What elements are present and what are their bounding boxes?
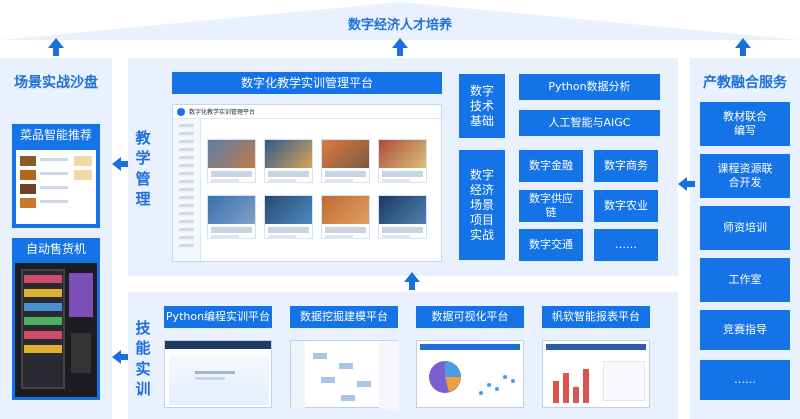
platform-title-bar[interactable]: 数字化教学实训管理平台 [172, 72, 442, 94]
right-item-textbook[interactable]: 教材联合编写 [700, 102, 790, 146]
right-title: 产教融合服务 [703, 75, 787, 91]
course-card[interactable] [207, 195, 256, 239]
left-item-vending-machine[interactable]: 自动售货机 [12, 238, 100, 260]
course-card[interactable] [264, 139, 313, 183]
arrow-up-icon [392, 38, 408, 56]
roof-banner [0, 2, 800, 40]
platform-data-mining[interactable]: 数据挖掘建模平台 [290, 306, 398, 328]
scene-item-commerce[interactable]: 数字商务 [594, 150, 658, 182]
platform-screenshot: 数字化教学实训管理平台 [172, 104, 442, 262]
right-item-teacher-training[interactable]: 师资培训 [700, 206, 790, 250]
arrow-left-icon [112, 157, 129, 171]
data-viz-screenshot [416, 340, 524, 408]
course-card[interactable] [321, 139, 370, 183]
tech-item-python[interactable]: Python数据分析 [519, 74, 660, 100]
scatter-chart-icon [479, 375, 515, 395]
right-item-competition[interactable]: 竞赛指导 [700, 310, 790, 350]
python-platform-screenshot [164, 340, 272, 408]
course-card[interactable] [264, 195, 313, 239]
scene-item-agriculture[interactable]: 数字农业 [594, 190, 658, 222]
pie-chart-icon [429, 361, 461, 393]
scene-item-finance[interactable]: 数字金融 [519, 150, 583, 182]
platform-data-viz[interactable]: 数据可视化平台 [416, 306, 524, 328]
course-card[interactable] [207, 139, 256, 183]
arrow-up-icon [48, 38, 64, 56]
data-mining-screenshot [290, 340, 399, 409]
arrow-left-icon [678, 177, 695, 191]
right-item-more[interactable]: …… [700, 360, 790, 400]
course-card[interactable] [378, 139, 427, 183]
left-title: 场景实战沙盘 [14, 75, 98, 91]
course-card[interactable] [378, 195, 427, 239]
scene-item-more[interactable]: …… [594, 229, 658, 261]
tech-base-label: 数字技术基础 [459, 74, 505, 138]
dish-recommend-screenshot [12, 146, 100, 228]
arrow-up-icon [404, 272, 420, 290]
teaching-label: 教学管理 [135, 129, 151, 208]
scene-label: 数字经济场景项目实战 [459, 150, 505, 260]
logo-icon [177, 108, 185, 116]
mock-app-title: 数字化教学实训管理平台 [189, 109, 256, 116]
fanruan-screenshot [542, 340, 650, 408]
skills-label: 技能实训 [135, 319, 151, 398]
arrow-left-icon [112, 350, 129, 364]
banner-title: 数字经济人才培养 [347, 18, 452, 33]
scene-item-transport[interactable]: 数字交通 [519, 229, 583, 261]
course-card[interactable] [321, 195, 370, 239]
platform-fanruan[interactable]: 帆软智能报表平台 [542, 306, 650, 328]
right-item-course-resources[interactable]: 课程资源联合开发 [700, 154, 790, 198]
right-item-studio[interactable]: 工作室 [700, 258, 790, 302]
scene-item-supply-chain[interactable]: 数字供应链 [519, 190, 583, 222]
arrow-up-icon [735, 38, 751, 56]
vending-machine-image [12, 260, 100, 400]
platform-python[interactable]: Python编程实训平台 [164, 306, 272, 328]
left-item-dish-recommend[interactable]: 菜品智能推荐 [12, 124, 100, 146]
tech-item-ai-aigc[interactable]: 人工智能与AIGC [519, 110, 660, 136]
